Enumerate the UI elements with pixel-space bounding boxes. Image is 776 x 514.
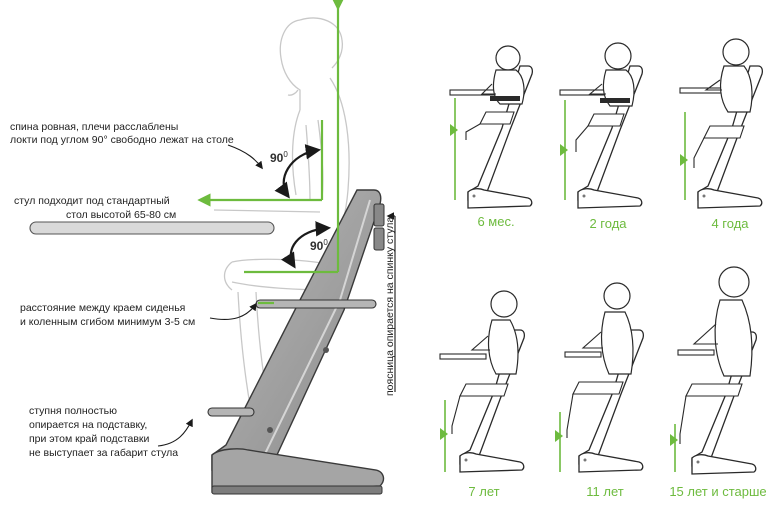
annotation-elbows: локти под углом 90° свободно лежат на ст… (10, 134, 234, 146)
hip-angle-label: 900 (310, 238, 328, 253)
elbow-angle-arc (274, 144, 322, 199)
age-label-7-years: 7 лет (468, 484, 500, 499)
age-label-2-years: 2 года (589, 216, 627, 231)
annotation-arrows (157, 144, 396, 447)
table-top (29, 221, 275, 235)
age-label-4-years: 4 года (711, 216, 749, 231)
age-label-6-months: 6 мес. (477, 214, 515, 229)
annotation-knee-line1: расстояние между краем сиденья (20, 302, 186, 314)
annotation-foot-line2: опирается на подставку, (29, 419, 148, 431)
annotation-table-line1: стул подходит под стандартный (14, 195, 170, 207)
annotation-knee-line2: и коленным сгибом минимум 3-5 см (20, 316, 196, 328)
annotation-foot-line1: ступня полностью (29, 405, 117, 417)
age-label-11-years: 11 лет (586, 484, 624, 499)
annotation-lumbar: поясница опирается на спинку стула (384, 216, 396, 396)
age-label-15-years: 15 лет и старше (669, 484, 767, 499)
annotation-foot-line3: при этом край подставки (29, 433, 150, 445)
green-guide-lines (197, 0, 345, 305)
annotation-back-straight: спина ровная, плечи расслаблены (10, 121, 179, 133)
annotation-table-line2: стол высотой 65-80 см (66, 209, 177, 221)
annotation-foot-line4: не выступает за габарит стула (29, 447, 179, 459)
elbow-angle-label: 900 (270, 150, 288, 165)
chair-illustration (207, 189, 385, 495)
hip-angle-arc (280, 221, 332, 269)
